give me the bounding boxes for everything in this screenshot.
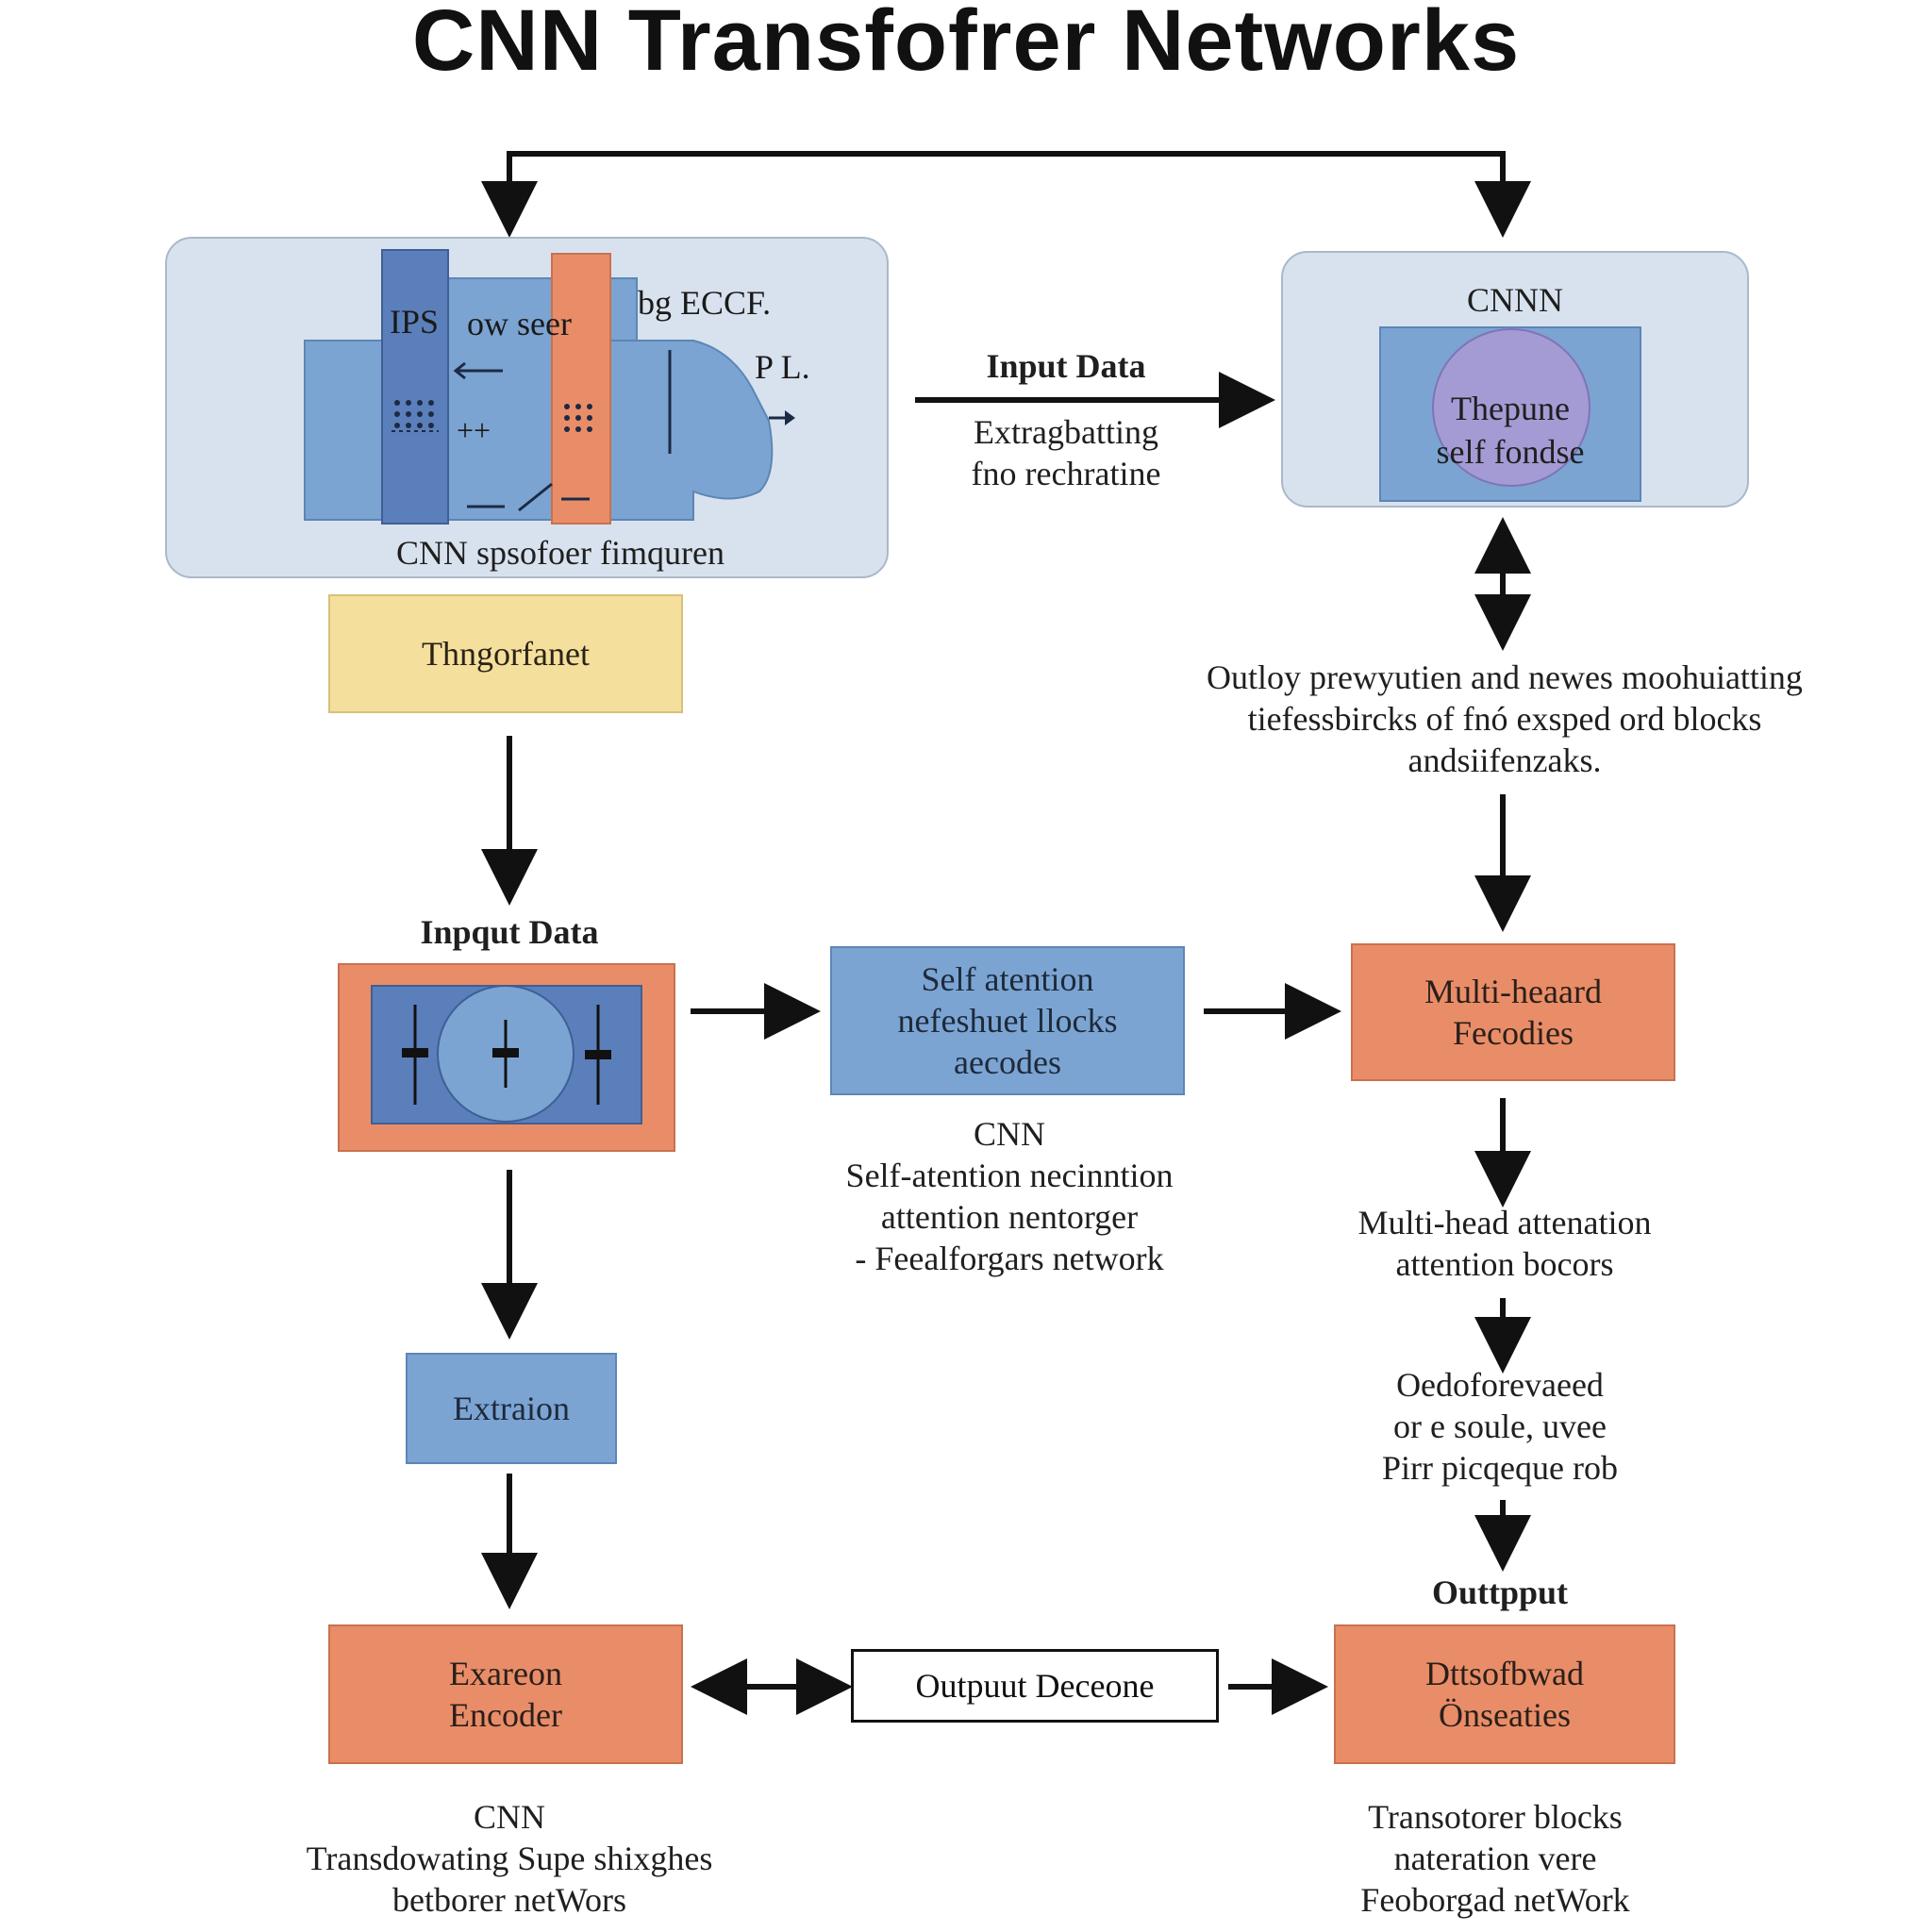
encoder-box: Exareon Encoder [328,1624,683,1764]
cnn-illustration [304,249,795,525]
thngorfanet-box: Thngorfanet [328,594,683,713]
cnnn-circle-text: Thepune self fondse [1436,390,1585,471]
multi-head-note: Multi-head attenation attention bocors [1357,1204,1652,1283]
output-label: Outtpput [1431,1574,1569,1611]
input-data-label: Input Data [986,347,1146,385]
right-lower-note: Oedoforevaeed or e soule, uvee Pirr picq… [1382,1366,1618,1487]
bottom-left-note: CNN Transdowating Supe shixghes betborer… [306,1798,713,1919]
cnnn-circle [1432,328,1591,487]
bottom-right-note: Transotorer blocks nateration vere Feobo… [1360,1798,1630,1919]
cnnn-title: CNNN [1466,281,1563,319]
input-data-illustration [371,985,642,1124]
cnn-label-ow: ow seer [467,305,572,342]
cnn-label-pl: P L. [755,348,810,386]
top-loop-connector [507,151,1531,238]
cnn-panel-caption: CNN spsofoer fimquren [396,534,724,572]
dtsof-box: Dttsofbwad Önseaties [1334,1624,1675,1764]
right-top-note: Outloy prewyutien and newes moohuiatting… [1207,658,1803,779]
output-decoder-box: Outpuut Deceone [851,1649,1219,1723]
multi-head-box: Multi-heaard Fecodies [1351,943,1675,1081]
self-attention-box: Self atention nefeshuet llocks aecodes [830,946,1185,1095]
cnn-label-bg: bg ECCF. [638,284,772,322]
input-data-caption: Extragbatting fno rechratine [971,413,1161,492]
diagram-title: CNN Transfofrer Networks [411,0,1521,89]
cnn-label-ips: IPS [390,303,440,341]
inpqut-data-label: Inpqut Data [420,913,599,951]
extrain-box: Extraion [406,1353,617,1464]
middle-note: CNN Self-atention necinntion attention n… [845,1115,1174,1277]
cnn-label-plus: ++ [457,413,491,447]
